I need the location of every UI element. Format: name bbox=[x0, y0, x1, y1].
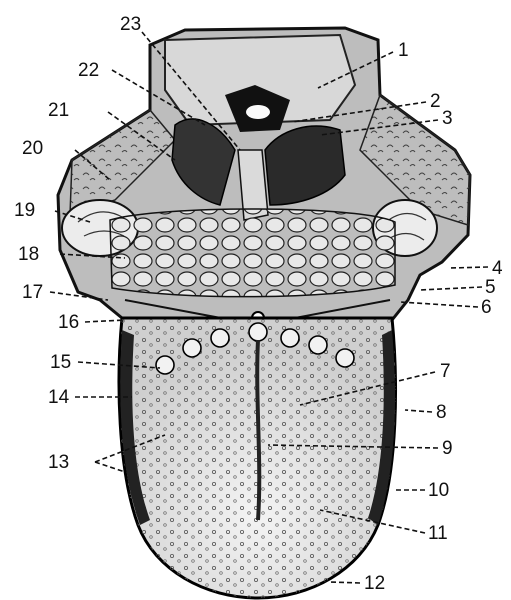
label-1: 1 bbox=[398, 40, 409, 61]
median-sulcus bbox=[257, 340, 259, 520]
tongue-root-follicles bbox=[110, 209, 395, 297]
label-8: 8 bbox=[436, 402, 447, 423]
label-10: 10 bbox=[428, 480, 449, 501]
label-12: 12 bbox=[364, 573, 385, 594]
label-5: 5 bbox=[485, 277, 496, 298]
label-18: 18 bbox=[18, 244, 39, 265]
label-9: 9 bbox=[442, 438, 453, 459]
label-22: 22 bbox=[78, 60, 99, 81]
label-3: 3 bbox=[442, 108, 453, 129]
glottis-opening bbox=[246, 105, 270, 119]
label-20: 20 bbox=[22, 138, 43, 159]
label-21: 21 bbox=[48, 100, 69, 121]
label-11: 11 bbox=[428, 523, 448, 544]
label-2: 2 bbox=[430, 91, 441, 112]
label-6: 6 bbox=[481, 297, 492, 318]
label-19: 19 bbox=[14, 200, 35, 221]
label-13: 13 bbox=[48, 452, 69, 473]
label-16: 16 bbox=[58, 312, 79, 333]
label-4: 4 bbox=[492, 258, 503, 279]
label-23: 23 bbox=[120, 14, 141, 35]
label-14: 14 bbox=[48, 387, 70, 408]
label-17: 17 bbox=[22, 282, 43, 303]
label-7: 7 bbox=[440, 361, 451, 382]
label-15: 15 bbox=[50, 352, 71, 373]
